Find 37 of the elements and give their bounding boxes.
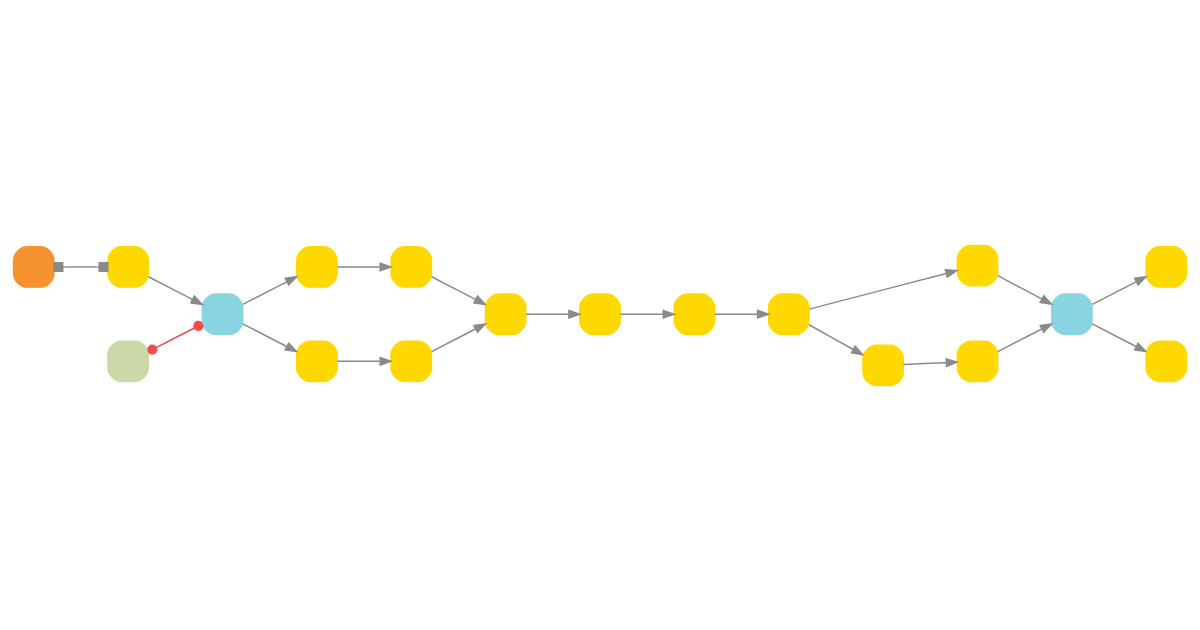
arrow — [997, 322, 1054, 352]
arrow — [1091, 322, 1148, 353]
arrow — [336, 356, 394, 366]
arrow — [147, 275, 205, 305]
arrow — [808, 323, 865, 356]
arrow — [242, 322, 299, 353]
node-box — [107, 339, 150, 382]
node-box — [390, 245, 433, 288]
arrow — [525, 308, 582, 319]
node-box — [12, 245, 55, 288]
arrow — [430, 275, 488, 305]
node-box — [767, 292, 810, 335]
node-box — [295, 339, 338, 382]
connector — [147, 320, 204, 355]
node-box — [484, 292, 527, 335]
arrow — [902, 357, 960, 367]
node-box — [107, 245, 150, 288]
node-box — [956, 244, 999, 286]
node-box — [956, 339, 999, 382]
node-box — [295, 245, 338, 288]
arrow — [619, 308, 677, 319]
arrow — [1091, 275, 1148, 305]
arrow — [808, 268, 959, 310]
node-box — [1145, 339, 1188, 382]
connector — [53, 261, 109, 272]
arrow — [714, 308, 771, 319]
node-box — [1145, 245, 1188, 288]
arrow — [997, 274, 1054, 305]
node-box — [579, 292, 621, 335]
node-box — [862, 344, 905, 386]
node-box — [390, 339, 433, 382]
arrow — [242, 275, 299, 305]
arrow — [430, 322, 488, 352]
node-box — [1050, 292, 1093, 335]
arrow — [336, 261, 394, 272]
node-box — [673, 292, 716, 335]
node-box — [201, 292, 244, 335]
